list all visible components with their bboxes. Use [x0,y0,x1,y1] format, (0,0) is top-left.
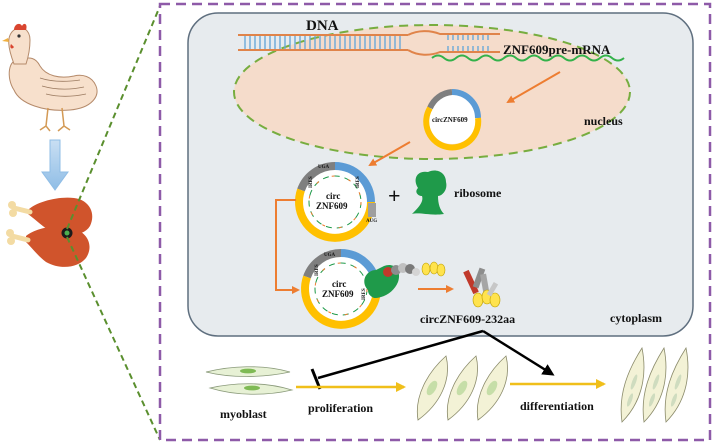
circrna-translating [301,248,381,329]
circrna-ires-label-1: circ [326,191,340,201]
proliferation-label: proliferation [308,401,373,415]
ires-label-4: IRES [362,288,367,300]
ires-label-2: IRES [356,176,361,188]
inhibit-bar [310,368,322,390]
nucleus [233,24,631,160]
circrna-translating-label-2: ZNF609 [322,289,354,299]
differentiation-label: differentiation [520,399,594,413]
dna-label: DNA [306,18,339,34]
ribosome-label: ribosome [454,186,502,200]
plus-sign: + [388,183,401,208]
uga-label-1: UGA [318,165,330,170]
circrna-ires-label-2: ZNF609 [316,201,348,211]
nucleus-label: nucleus [584,114,623,128]
circrna-ires [295,161,376,242]
down-arrow-icon [41,139,69,191]
chicken-icon [2,23,98,132]
uga-label-2: UGA [324,253,336,258]
proliferating-cells-icon [416,355,508,421]
regulation-line-left [317,329,484,380]
arrow-export [368,141,411,166]
peptide-icon [463,267,501,308]
arrow-translation-loop [275,199,300,294]
myoblast-label: myoblast [220,407,267,421]
zoom-line-top [66,5,161,230]
ires-label-3: IRES [315,264,320,276]
myotube-cells-icon [620,346,689,423]
peptide-label: circZNF609-232aa [420,312,515,326]
ribosome-translating-icon [364,261,446,298]
pre-mrna-label: ZNF609pre-mRNA [503,42,611,57]
zoom-frame [158,2,712,442]
circrna-nucleus-label: circZNF609 [432,116,468,124]
arrow-splice [506,71,561,103]
dna-strand [238,30,500,56]
myoblast-cell-icon [205,366,294,395]
cytoplasm-label: cytoplasm [610,311,662,325]
regulation-line-right [482,329,555,376]
aug-label-1: AUG [366,219,377,224]
zoom-line-bottom [66,236,161,441]
chicken-leg-icon [6,197,93,267]
ires-label-1: IRES [309,176,314,188]
circrna-nucleus [423,89,482,151]
pre-mrna-strand [431,54,625,62]
circrna-translating-label-1: circ [332,279,346,289]
ribosome-icon [412,170,447,215]
